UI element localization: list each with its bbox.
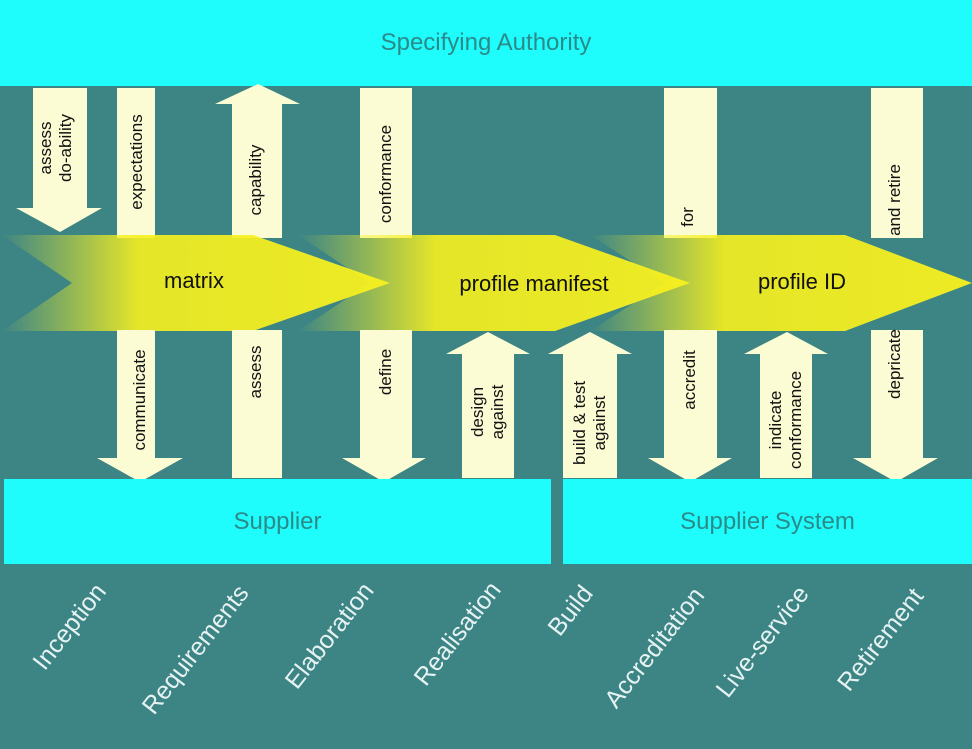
conformance-label: conformance xyxy=(376,124,395,224)
build-test-against-arrow xyxy=(548,332,632,478)
accredit-arrow xyxy=(648,330,732,482)
specifying-authority-band: Specifying Authority xyxy=(0,0,972,86)
capability-arrow xyxy=(215,84,300,238)
profile-id-label: profile ID xyxy=(757,269,847,294)
design-against-arrow xyxy=(446,332,530,478)
supplier-band: Supplier xyxy=(4,479,551,564)
build-test-against-label: build & test against xyxy=(570,380,609,466)
depricate-label: depricate xyxy=(885,329,904,399)
matrix-label: matrix xyxy=(164,268,224,293)
for-arrow xyxy=(664,88,717,238)
communicate-arrow xyxy=(97,330,183,482)
capability-label: capability xyxy=(246,144,265,216)
supplier-system-band: Supplier System xyxy=(563,479,972,564)
assess-label: assess xyxy=(246,345,265,399)
assess-doability-arrow xyxy=(16,88,102,232)
profile-manifest-arrow xyxy=(298,235,690,331)
assess-doability-label: assess do-ability xyxy=(36,113,75,183)
define-label: define xyxy=(376,348,395,396)
communicate-label: communicate xyxy=(130,349,149,451)
specifying-authority-label: Specifying Authority xyxy=(380,29,592,56)
assess-arrow xyxy=(232,330,282,478)
expectations-arrow xyxy=(117,88,155,238)
and-retire-arrow xyxy=(871,88,923,238)
accredit-label: accredit xyxy=(680,350,699,410)
and-retire-label: and retire xyxy=(885,164,904,236)
indicate-conformance-arrow xyxy=(744,332,828,478)
profile-id-arrow xyxy=(590,235,972,331)
define-arrow xyxy=(342,330,426,482)
depricate-arrow xyxy=(853,330,938,482)
matrix-arrow xyxy=(2,235,390,331)
expectations-label: expectations xyxy=(127,114,146,210)
for-label: for xyxy=(678,207,697,227)
design-against-label: design against xyxy=(468,384,507,440)
supplier-system-label: Supplier System xyxy=(680,507,855,535)
supplier-label: Supplier xyxy=(233,507,322,535)
profile-manifest-label: profile manifest xyxy=(459,271,609,296)
indicate-conformance-label: indicate conformance xyxy=(766,370,805,470)
conformance-arrow xyxy=(360,88,412,238)
